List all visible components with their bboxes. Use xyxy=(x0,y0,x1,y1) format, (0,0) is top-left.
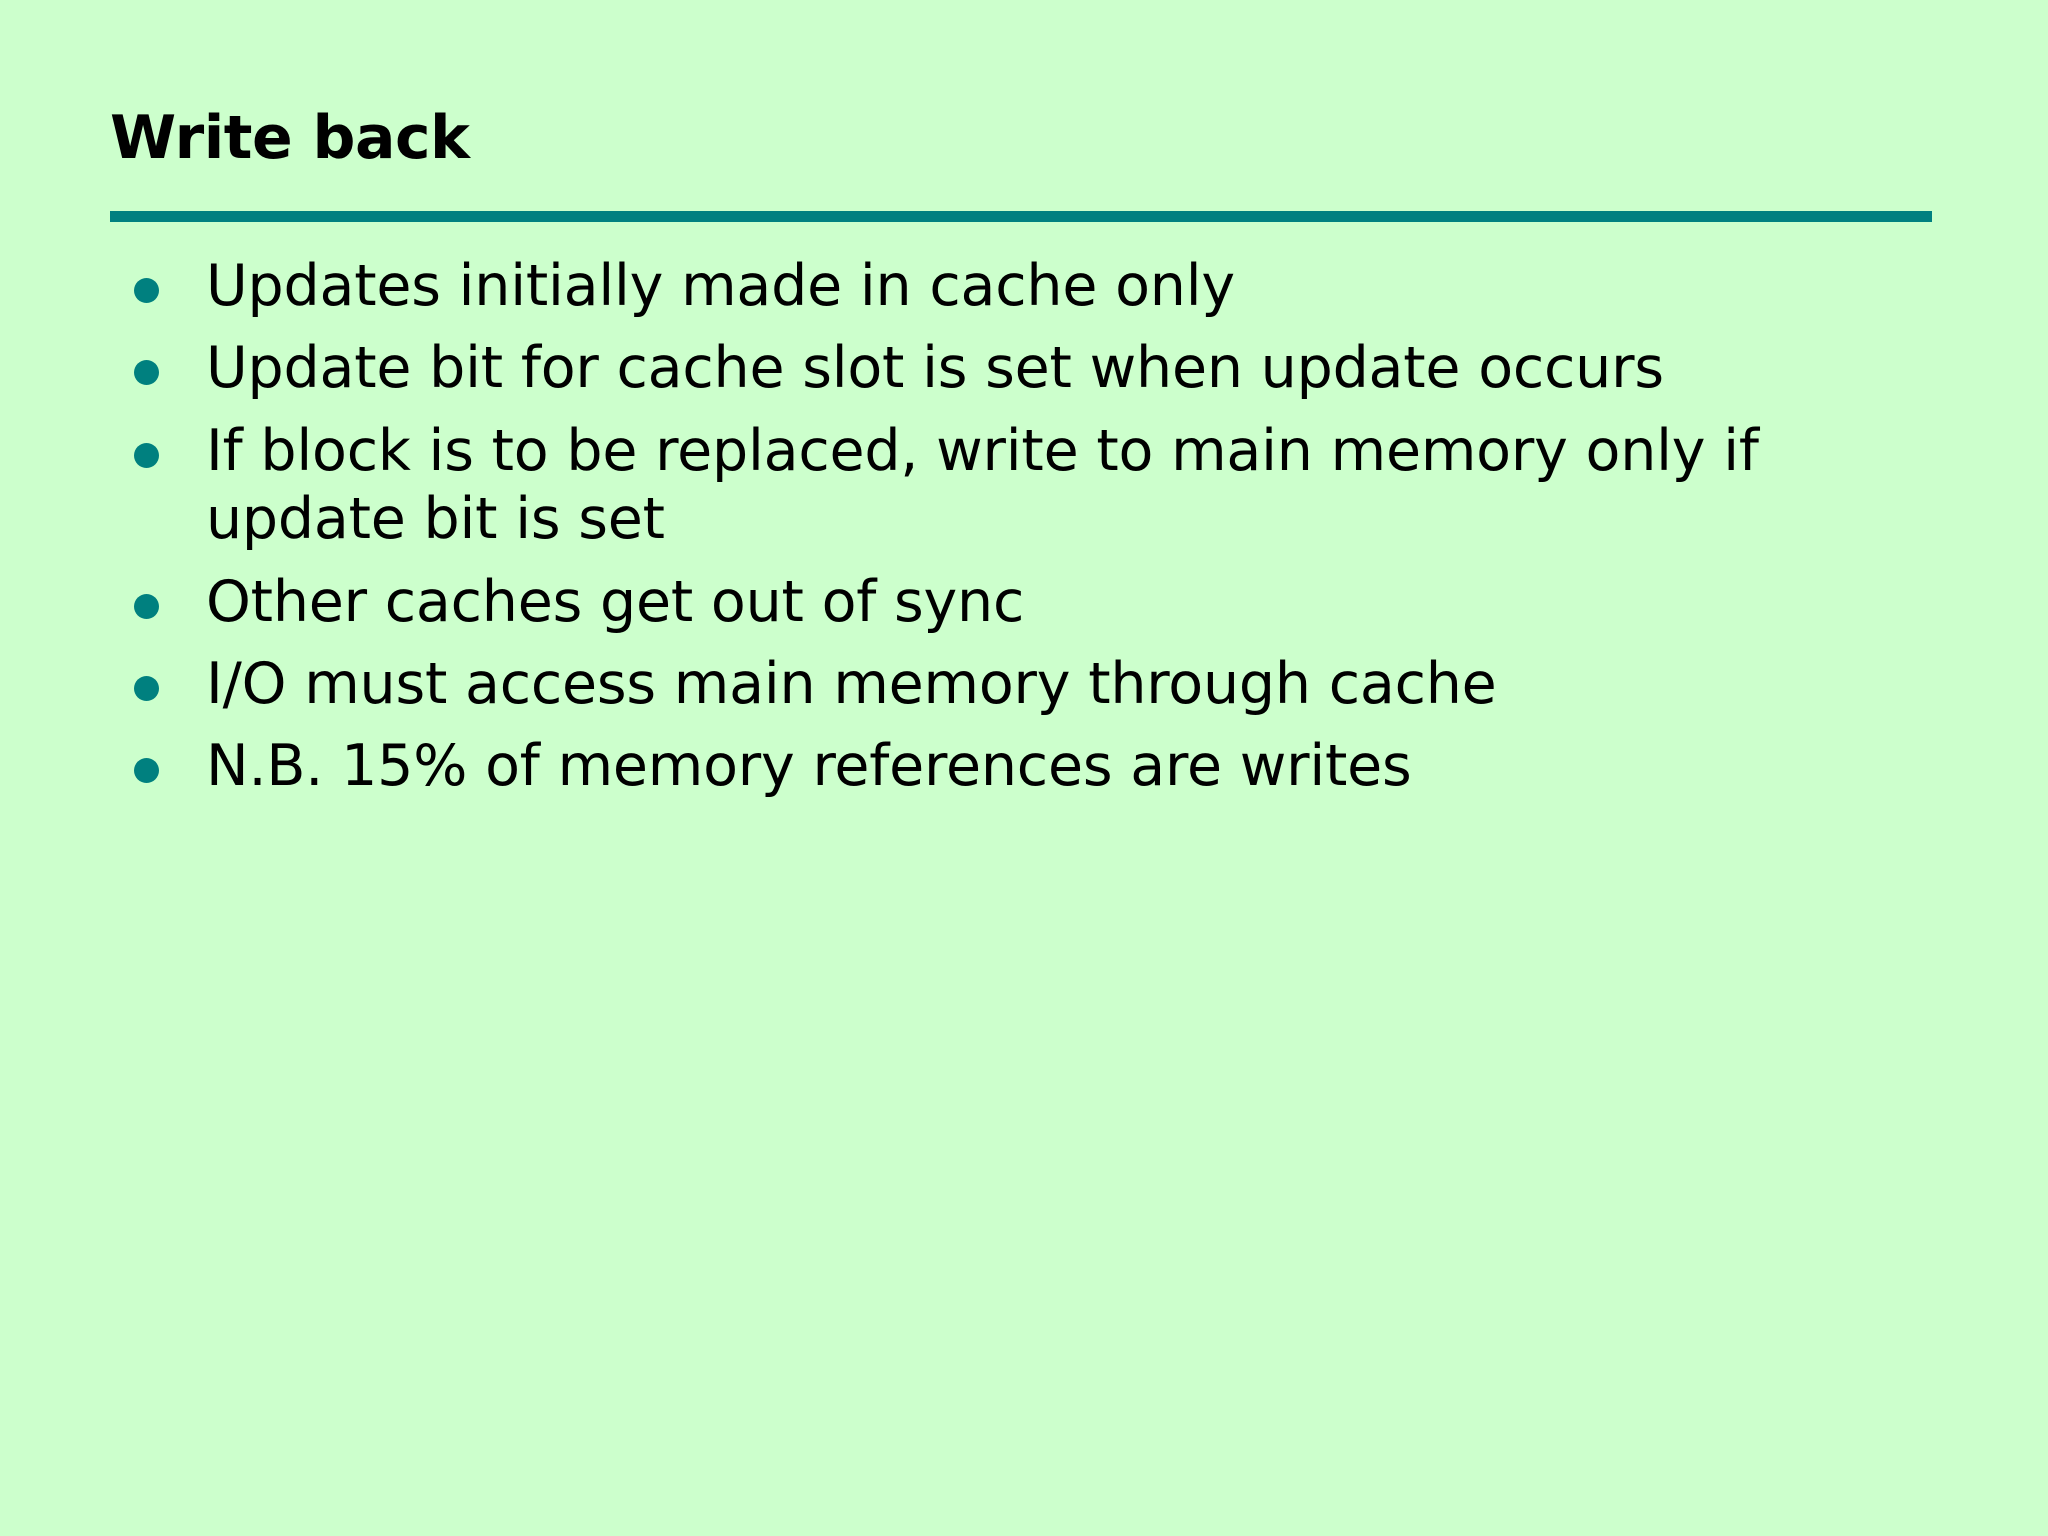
disc-bullet-icon xyxy=(134,442,159,468)
disc-bullet-icon xyxy=(134,593,159,619)
list-item-text: If block is to be replaced, write to mai… xyxy=(206,417,1759,553)
list-item-text: Updates initially made in cache only xyxy=(206,253,1235,319)
list-item-text: N.B. 15% of memory references are writes xyxy=(206,733,1412,800)
list-item-text: Update bit for cache slot is set when up… xyxy=(206,335,1664,402)
disc-bullet-icon xyxy=(134,675,159,701)
title-underline-rule xyxy=(110,211,1932,222)
list-item: I/O must access main memory through cach… xyxy=(110,650,1940,718)
list-item: Other caches get out of sync xyxy=(110,568,1940,636)
list-item: Updates initially made in cache only xyxy=(110,252,1940,320)
list-item: Update bit for cache slot is set when up… xyxy=(110,334,1940,402)
bullet-list: Updates initially made in cache only Upd… xyxy=(110,252,1940,815)
list-item-text: I/O must access main memory through cach… xyxy=(206,650,1497,717)
list-item: N.B. 15% of memory references are writes xyxy=(110,732,1940,800)
disc-bullet-icon xyxy=(134,758,159,784)
slide-title: Write back xyxy=(110,103,470,173)
list-item: If block is to be replaced, write to mai… xyxy=(110,417,1940,554)
list-item-text: Other caches get out of sync xyxy=(206,568,1025,635)
disc-bullet-icon xyxy=(134,278,159,303)
disc-bullet-icon xyxy=(134,360,159,386)
